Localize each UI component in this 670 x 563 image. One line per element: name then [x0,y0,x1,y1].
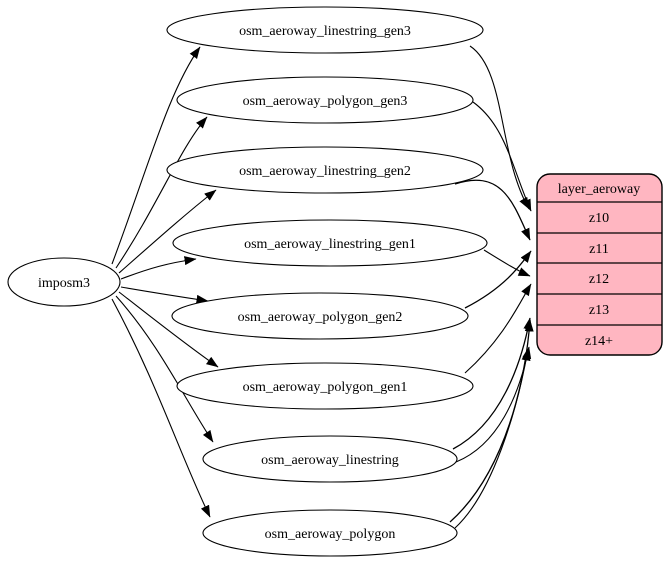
zoom-row-z12: z12 [589,272,609,287]
edge-imposm3-linestring-gen3 [111,46,201,265]
edge-imposm3-linestring-gen2 [118,189,217,274]
edges-source-to-tables [111,46,219,518]
edge-polygon-z14 [454,348,531,529]
table-ellipse [202,435,458,483]
edge-polygon-z13 [449,319,534,523]
table-node-osm-aeroway-linestring-gen3: osm_aeroway_linestring_gen3 [166,6,484,54]
table-label: osm_aeroway_polygon_gen3 [243,94,408,109]
table-node-osm-aeroway-polygon-gen2: osm_aeroway_polygon_gen2 [171,292,469,340]
table-label: osm_aeroway_linestring_gen2 [239,164,411,179]
edge-polygon-gen1-z12 [464,283,532,374]
zoom-row-z10: z10 [589,211,609,226]
edge-polygon-gen3-z10 [472,101,532,212]
table-ellipse [166,6,484,54]
edge-imposm3-polygon [111,298,211,518]
layer-record-body [536,173,663,356]
edge-linestring-gen1-z12 [483,249,531,277]
table-label: osm_aeroway_linestring_gen3 [239,24,411,39]
imposm3-ellipse [7,257,121,307]
edge-polygon-gen2-z11 [464,250,532,309]
table-ellipse [166,146,484,194]
table-ellipse [176,362,474,410]
table-node-osm-aeroway-linestring: osm_aeroway_linestring [202,435,458,483]
table-node-osm-aeroway-linestring-gen1: osm_aeroway_linestring_gen1 [172,219,488,267]
zoom-row-z14plus: z14+ [585,334,613,349]
layer-record-title: layer_aeroway [558,182,640,197]
zoom-row-z11: z11 [589,242,609,257]
table-node-osm-aeroway-polygon-gen1: osm_aeroway_polygon_gen1 [176,362,474,410]
edge-imposm3-polygon-gen1 [118,291,219,368]
edge-linestring-gen2-z11 [454,179,531,241]
table-node-osm-aeroway-linestring-gen2: osm_aeroway_linestring_gen2 [166,146,484,194]
edge-imposm3-linestring [115,295,214,443]
zoom-row-z13: z13 [589,303,609,318]
table-ellipse [176,76,474,124]
edge-linestring-z13 [452,317,533,450]
edge-imposm3-polygon-gen2 [120,286,209,304]
table-node-osm-aeroway-polygon-gen3: osm_aeroway_polygon_gen3 [176,76,474,124]
table-ellipse [202,509,458,557]
table-label: osm_aeroway_polygon_gen1 [243,380,408,395]
edge-linestring-gen3-z10 [469,45,530,210]
table-label: osm_aeroway_polygon [265,527,396,542]
table-label: osm_aeroway_polygon_gen2 [238,310,403,325]
edge-imposm3-linestring-gen1 [120,256,197,280]
layer-record-node: layer_aeroway z10 z11 z12 z13 z14+ [536,173,663,356]
table-ellipse [172,219,488,267]
table-label: osm_aeroway_linestring [261,453,399,468]
table-ellipse [171,292,469,340]
table-node-osm-aeroway-polygon: osm_aeroway_polygon [202,509,458,557]
edge-imposm3-polygon-gen3 [115,116,208,269]
source-node-imposm3: imposm3 [7,257,121,307]
imposm3-label: imposm3 [38,276,90,291]
edges-tables-to-layer [449,45,534,529]
table-label: osm_aeroway_linestring_gen1 [244,237,416,252]
